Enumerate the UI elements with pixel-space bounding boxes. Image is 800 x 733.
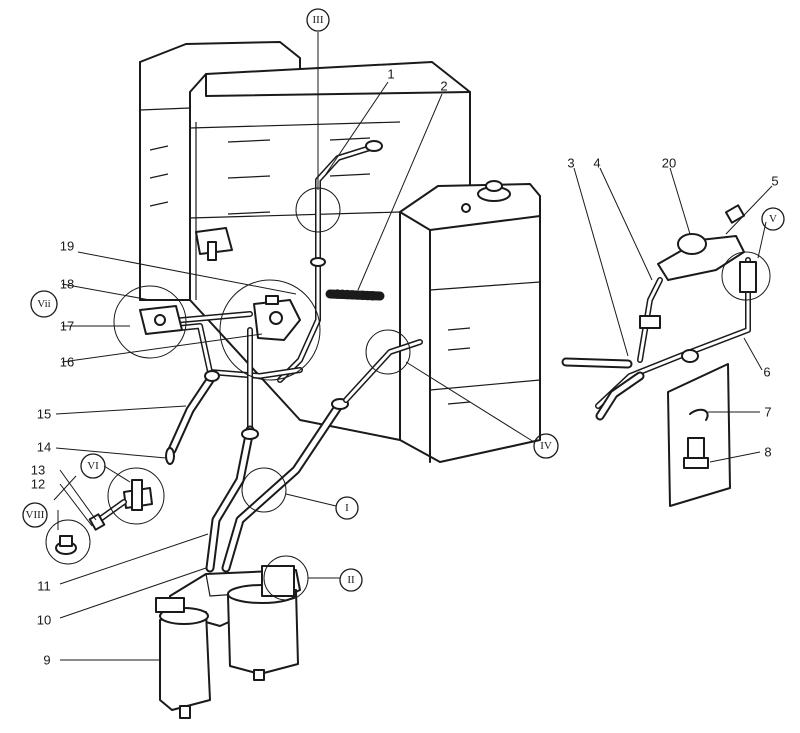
label-17: 17 [60, 319, 74, 334]
side-fuel-tank [399, 183, 541, 463]
fitting-18-17 [139, 305, 183, 335]
detail-circle-V [721, 251, 771, 301]
label-5: 5 [771, 174, 778, 189]
label-19: 19 [60, 239, 74, 254]
label-6: 6 [763, 365, 770, 380]
callout-Vii: Vii [30, 290, 58, 318]
panel-7-8 [667, 363, 731, 507]
detail-circle-IV [365, 329, 411, 375]
hose-11-10 [205, 398, 349, 573]
svg-text:III: III [313, 14, 324, 26]
tank-filler-cap [461, 180, 511, 213]
label-18: 18 [60, 277, 74, 292]
svg-text:II: II [347, 574, 355, 586]
label-1: 1 [387, 67, 394, 82]
detail-circle-central [219, 279, 321, 381]
label-13: 13 [31, 463, 45, 478]
fitting-VI-assembly [88, 479, 153, 531]
callout-V: V [761, 207, 785, 231]
label-4: 4 [593, 156, 600, 171]
detail-assembly-right [561, 257, 757, 421]
label-10: 10 [37, 613, 51, 628]
hose-2 [325, 289, 385, 301]
svg-text:VI: VI [87, 460, 99, 472]
bolt-VIII [55, 535, 77, 555]
svg-text:VIII: VIII [26, 509, 45, 521]
label-8: 8 [764, 445, 771, 460]
callout-I: I [335, 496, 359, 520]
label-20: 20 [662, 156, 676, 171]
label-3: 3 [567, 156, 574, 171]
callout-VI: VI [80, 453, 106, 479]
detail-circle-I [241, 467, 287, 513]
label-2: 2 [440, 79, 447, 94]
label-11: 11 [37, 579, 51, 594]
pipe-to-fitting-IV [343, 339, 423, 403]
valve-20 [657, 204, 746, 281]
label-14: 14 [37, 440, 51, 455]
label-15: 15 [37, 407, 51, 422]
valve-block-16 [253, 295, 301, 341]
leader-lines [53, 32, 773, 661]
detail-circle-VI [107, 467, 165, 525]
svg-text:I: I [345, 502, 349, 514]
tank-bracket [195, 227, 233, 261]
label-7: 7 [764, 405, 771, 420]
fuel-intake-pipe-1 [315, 140, 383, 261]
callout-III: III [306, 8, 330, 32]
callout-II: II [339, 568, 363, 592]
svg-text:IV: IV [540, 440, 552, 452]
detail-circle-VIII [45, 519, 91, 565]
label-9: 9 [43, 653, 50, 668]
label-16: 16 [60, 355, 74, 370]
callout-VIII: VIII [22, 502, 48, 528]
label-12: 12 [31, 477, 45, 492]
hose-15 [165, 370, 220, 465]
callout-IV: IV [533, 433, 559, 459]
svg-text:Vii: Vii [37, 298, 50, 310]
svg-text:V: V [769, 213, 777, 225]
fuel-filter-9 [155, 597, 211, 719]
detail-circle-vii [113, 285, 187, 359]
